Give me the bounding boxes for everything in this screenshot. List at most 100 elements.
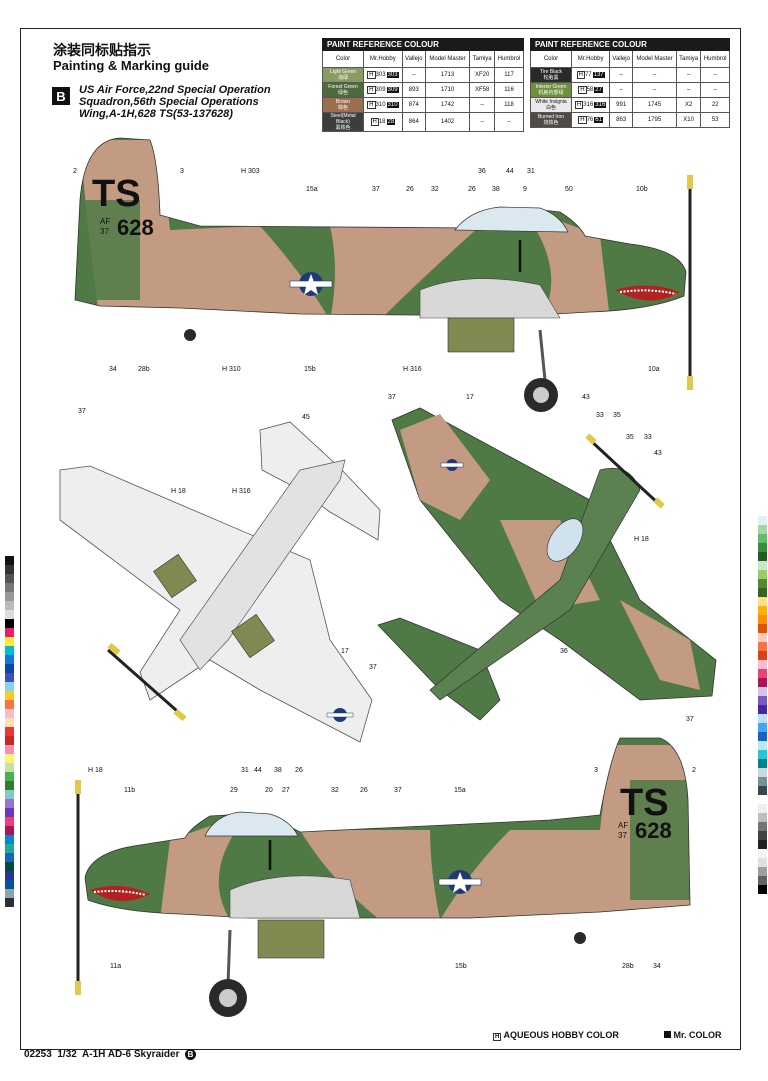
- color-name-cn: 白色: [545, 105, 556, 111]
- callout-number: 37: [686, 716, 694, 723]
- calibration-swatch: [5, 565, 14, 574]
- h-code: 309: [375, 87, 386, 93]
- calibration-swatch: [5, 691, 14, 700]
- color-name: Light Green: [329, 69, 357, 75]
- callout-number: 29: [230, 787, 238, 794]
- calibration-swatch: [5, 772, 14, 781]
- c-code: 28: [386, 119, 396, 125]
- color-name-cn: 浅绿: [337, 75, 348, 81]
- callout-number: H 310: [222, 366, 241, 373]
- c-code: 137: [592, 72, 605, 78]
- calibration-swatch: [5, 646, 14, 655]
- tail-code: TS: [620, 782, 669, 824]
- callout-number: 44: [506, 168, 514, 175]
- calibration-swatch: [758, 732, 767, 741]
- h-code: 310: [375, 102, 386, 108]
- calibration-swatch: [758, 588, 767, 597]
- calibration-swatch: [5, 817, 14, 826]
- callout-number: 20: [265, 787, 273, 794]
- calibration-swatch: [758, 723, 767, 732]
- side-view-starboard: [75, 737, 691, 1017]
- c-icon: [664, 1031, 671, 1038]
- callout-number: 10a: [648, 366, 660, 373]
- product-name: A-1H AD-6 Skyraider: [82, 1049, 180, 1060]
- h-code: 77: [584, 72, 592, 78]
- callout-number: 27: [282, 787, 290, 794]
- af-marking: AF: [100, 217, 110, 226]
- calibration-swatch: [5, 745, 14, 754]
- calibration-swatch: [758, 795, 767, 804]
- calibration-swatch: [5, 592, 14, 601]
- color-name: Tire Black: [539, 69, 563, 75]
- callout-number: 35: [613, 412, 621, 419]
- callout-number: 45: [302, 414, 310, 421]
- scheme-line: US Air Force,22nd Special Operation: [79, 84, 271, 96]
- vallejo-code: 893: [401, 82, 426, 98]
- calibration-swatch: [758, 822, 767, 831]
- catalog-number: 02253: [24, 1049, 52, 1060]
- calibration-swatch: [758, 759, 767, 768]
- model-master-code: 1402: [424, 112, 471, 132]
- calibration-swatch: [5, 727, 14, 736]
- callout-number: 43: [654, 450, 662, 457]
- calibration-swatch: [758, 831, 767, 840]
- calibration-swatch: [758, 579, 767, 588]
- calibration-swatch: [758, 840, 767, 849]
- calibration-swatch: [5, 781, 14, 790]
- callout-number: 11b: [124, 787, 136, 794]
- callout-number: 38: [274, 767, 282, 774]
- page-border: [20, 28, 741, 1050]
- callout-number: 37: [388, 394, 396, 401]
- title-english: Painting & Marking guide: [53, 58, 210, 73]
- c-code: 303: [386, 72, 399, 78]
- calibration-swatch: [758, 777, 767, 786]
- calibration-swatch: [758, 615, 767, 624]
- calibration-swatch: [758, 624, 767, 633]
- calibration-swatch: [5, 655, 14, 664]
- calibration-swatch: [5, 583, 14, 592]
- calibration-swatch: [758, 876, 767, 885]
- c-code: 61: [594, 117, 603, 123]
- tail-code: TS: [92, 173, 141, 215]
- calibration-swatch: [5, 862, 14, 871]
- serial-number: 628: [117, 215, 154, 240]
- calibration-swatch: [5, 826, 14, 835]
- af-number: 37: [100, 227, 109, 236]
- calibration-swatch: [758, 516, 767, 525]
- c-code: 316: [594, 102, 607, 108]
- color-calibration-bar-right: [758, 516, 767, 894]
- vallejo-code: 863: [609, 112, 634, 128]
- callout-number: 50: [565, 186, 573, 193]
- calibration-swatch: [758, 597, 767, 606]
- callout-number: 3: [180, 168, 184, 175]
- calibration-swatch: [5, 763, 14, 772]
- callout-number: 31: [527, 168, 535, 175]
- callout-number: 34: [653, 963, 661, 970]
- callout-number: H 316: [403, 366, 422, 373]
- color-name: Brown: [335, 99, 351, 105]
- calibration-swatch: [5, 637, 14, 646]
- calibration-swatch: [758, 552, 767, 561]
- callout-number: 17: [466, 394, 474, 401]
- calibration-swatch: [758, 750, 767, 759]
- callout-number: 17: [341, 648, 349, 655]
- calibration-swatch: [5, 601, 14, 610]
- color-name-cn: 轮胎黑: [543, 75, 559, 81]
- calibration-swatch: [758, 534, 767, 543]
- callout-number: 44: [254, 767, 262, 774]
- calibration-swatch: [5, 799, 14, 808]
- callout-number: 37: [78, 408, 86, 415]
- calibration-swatch: [5, 853, 14, 862]
- callout-number: 3: [594, 767, 598, 774]
- calibration-swatch: [5, 619, 14, 628]
- h-code: 316: [583, 102, 594, 108]
- calibration-swatch: [5, 880, 14, 889]
- callout-number: 11a: [110, 963, 122, 970]
- color-name: Burned Iron: [537, 114, 565, 120]
- h-code: 303: [375, 72, 386, 78]
- calibration-swatch: [5, 889, 14, 898]
